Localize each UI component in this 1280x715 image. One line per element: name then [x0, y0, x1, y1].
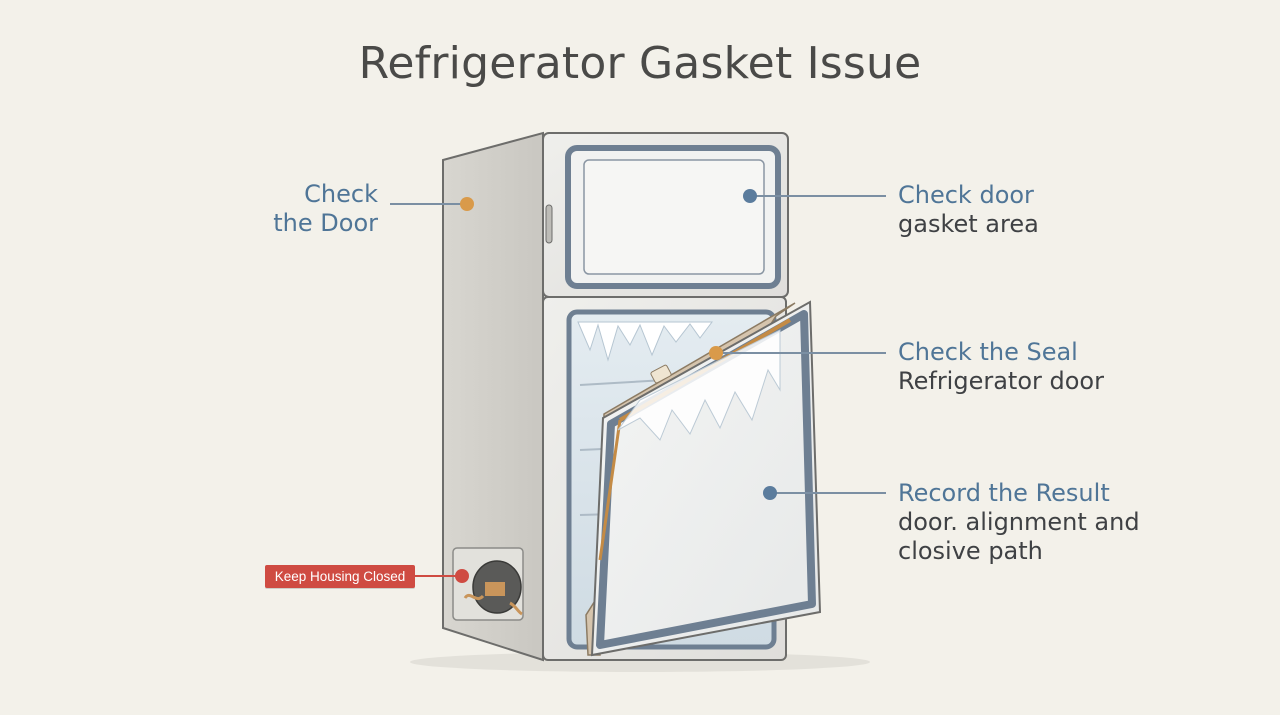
callout-check-seal-text: Refrigerator door	[898, 367, 1104, 395]
door-latch	[650, 364, 672, 384]
marker-keep-housing	[455, 569, 469, 583]
callout-check-seal-heading: Check the Seal	[898, 338, 1078, 366]
callout-record-result-text-1: door. alignment and	[898, 508, 1140, 536]
marker-check-door	[460, 197, 474, 211]
compressor-pipe	[509, 601, 523, 616]
freezer-door-panel	[583, 159, 765, 275]
gasket-gap	[598, 419, 622, 561]
keep-housing-closed-badge: Keep Housing Closed	[265, 565, 415, 588]
callout-check-door-line2: the Door	[273, 209, 378, 237]
marker-record-result	[763, 486, 777, 500]
freezer-handle	[545, 204, 553, 244]
frost-icicles	[577, 321, 713, 362]
callout-check-gasket: Check door gasket area	[898, 181, 1039, 239]
compressor-pipe	[463, 593, 485, 601]
open-door-panel	[590, 300, 822, 657]
callout-check-seal: Check the Seal Refrigerator door	[898, 338, 1104, 396]
callout-record-result-text-2: closive path	[898, 537, 1043, 565]
callout-check-gasket-text: gasket area	[898, 210, 1039, 238]
callout-check-door-line1: Check	[304, 180, 378, 208]
door-frost	[617, 329, 781, 441]
callout-check-door: Check the Door	[230, 180, 378, 238]
fridge-side-panel	[442, 131, 544, 662]
page-title: Refrigerator Gasket Issue	[358, 38, 922, 89]
callout-check-gasket-heading: Check door	[898, 181, 1034, 209]
compressor-label	[485, 582, 505, 596]
marker-check-seal	[709, 346, 723, 360]
callout-record-result-heading: Record the Result	[898, 479, 1110, 507]
marker-check-gasket	[743, 189, 757, 203]
callout-record-result: Record the Result door. alignment and cl…	[898, 479, 1140, 566]
